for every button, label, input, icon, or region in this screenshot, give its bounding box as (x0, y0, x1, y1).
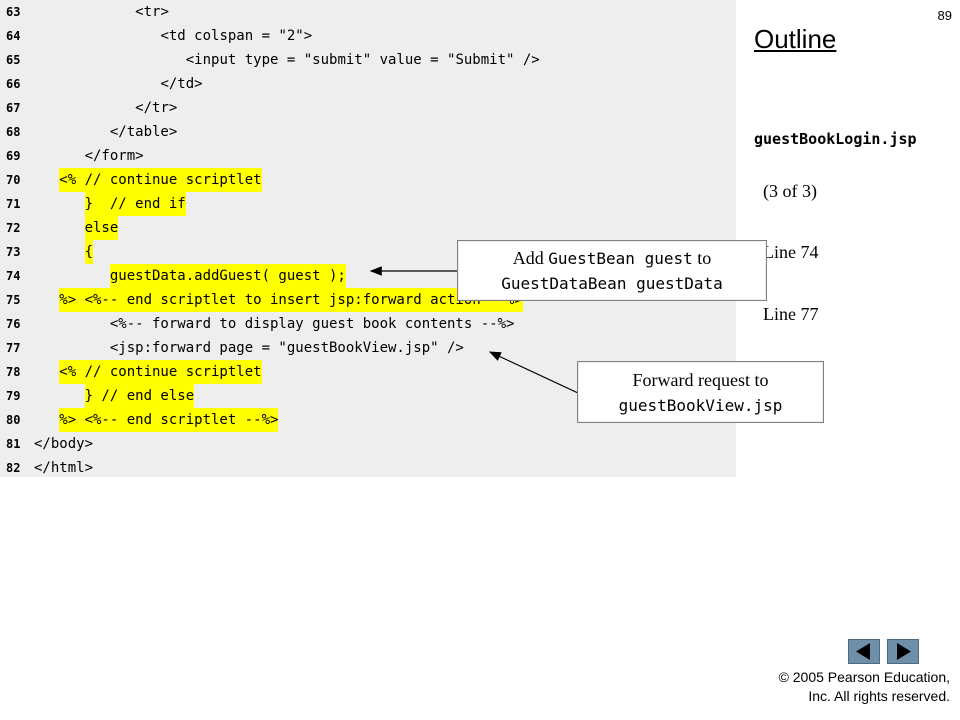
code-text: </td> (160, 76, 203, 92)
code-text: <% // continue scriptlet (59, 360, 262, 384)
triangle-right-icon (897, 643, 911, 660)
code-line: 64 <td colspan = "2"> (0, 24, 736, 48)
previous-slide-button[interactable] (848, 639, 880, 664)
line-number: 65 (6, 53, 21, 67)
callout-forward-target: guestBookView.jsp (618, 396, 783, 415)
next-slide-button[interactable] (887, 639, 919, 664)
code-text: <jsp:forward page = "guestBookView.jsp" … (109, 340, 464, 356)
line-number: 75 (6, 293, 21, 307)
line-number: 69 (6, 149, 21, 163)
line-number: 81 (6, 437, 21, 451)
part-indicator: (3 of 3) (763, 181, 817, 201)
copyright-line-2: Inc. All rights reserved. (808, 688, 950, 704)
line-number: 80 (6, 413, 21, 427)
line-74-ref: Line 74 (763, 242, 819, 262)
code-text: <tr> (135, 4, 169, 20)
line-number: 79 (6, 389, 21, 403)
arrow-to-line-77 (488, 351, 579, 394)
code-text: } // end else (84, 384, 195, 408)
code-line: 77 <jsp:forward page = "guestBookView.jsp… (0, 336, 736, 360)
code-line: 81 </body> (0, 432, 736, 456)
code-text: <% // continue scriptlet (59, 168, 262, 192)
code-line: 76 <%-- forward to display guest book con… (0, 312, 736, 336)
line-number: 63 (6, 5, 21, 19)
file-name: guestBookLogin.jsp (754, 130, 917, 148)
code-line: 67 </tr> (0, 96, 736, 120)
code-line: 72 else (0, 216, 736, 240)
callout-add-guest: Add GuestBean guest to GuestDataBean gue… (457, 240, 767, 301)
code-text: } // end if (84, 192, 186, 216)
callout-forward: Forward request to guestBookView.jsp (577, 361, 824, 423)
copyright-line-1: © 2005 Pearson Education, (778, 669, 950, 685)
code-line: 78 <% // continue scriptlet (0, 360, 736, 384)
line-number: 64 (6, 29, 21, 43)
code-line: 80 %> <%-- end scriptlet --%> (0, 408, 736, 432)
code-line: 74 guestData.addGuest( guest ); (0, 264, 736, 288)
code-text: else (84, 216, 119, 240)
line-number: 70 (6, 173, 21, 187)
code-line: 65 <input type = "submit" value = "Submit… (0, 48, 736, 72)
code-text: <%-- forward to display guest book conte… (109, 316, 515, 332)
line-number: 74 (6, 269, 21, 283)
code-line: 63 <tr> (0, 0, 736, 24)
code-text: <input type = "submit" value = "Submit" … (185, 52, 540, 68)
code-text: %> <%-- end scriptlet to insert jsp:forw… (59, 288, 523, 312)
code-line: 68 </table> (0, 120, 736, 144)
callout-add-guest-suffix: to (692, 248, 712, 268)
code-line: 69 </form> (0, 144, 736, 168)
line-number: 78 (6, 365, 21, 379)
callout-add-guest-code: GuestBean guest (548, 249, 693, 268)
page-number: 89 (937, 8, 952, 23)
code-text: </html> (34, 460, 94, 476)
code-text: </body> (34, 436, 94, 452)
code-line: 73 { (0, 240, 736, 264)
code-text: <td colspan = "2"> (160, 28, 313, 44)
code-line: 66 </td> (0, 72, 736, 96)
code-text: </table> (109, 124, 178, 140)
callout-add-guest-target: GuestDataBean guestData (501, 274, 723, 293)
line-number: 71 (6, 197, 21, 211)
code-line: 82 </html> (0, 456, 736, 480)
outline-title: Outline (754, 24, 837, 54)
code-line: 70 <% // continue scriptlet (0, 168, 736, 192)
triangle-left-icon (856, 643, 870, 660)
code-listing: 63 <tr> 64 <td colspan = "2"> 65 <input type … (0, 0, 736, 477)
code-line: 71 } // end if (0, 192, 736, 216)
line-number: 68 (6, 125, 21, 139)
code-text: </form> (84, 148, 144, 164)
code-line: 75 %> <%-- end scriptlet to insert jsp:fo… (0, 288, 736, 312)
callout-add-guest-prefix: Add (512, 248, 549, 268)
line-77-ref: Line 77 (763, 304, 819, 324)
line-number: 77 (6, 341, 21, 355)
code-text: %> <%-- end scriptlet --%> (59, 408, 279, 432)
line-number: 76 (6, 317, 21, 331)
line-number: 73 (6, 245, 21, 259)
line-number: 67 (6, 101, 21, 115)
code-text: guestData.addGuest( guest ); (109, 264, 346, 288)
line-number: 72 (6, 221, 21, 235)
code-text: { (84, 240, 94, 264)
callout-forward-text: Forward request to (632, 370, 769, 390)
line-number: 66 (6, 77, 21, 91)
code-text: </tr> (135, 100, 178, 116)
line-number: 82 (6, 461, 21, 475)
copyright-notice: © 2005 Pearson Education, Inc. All right… (779, 668, 950, 706)
code-line: 79 } // end else (0, 384, 736, 408)
